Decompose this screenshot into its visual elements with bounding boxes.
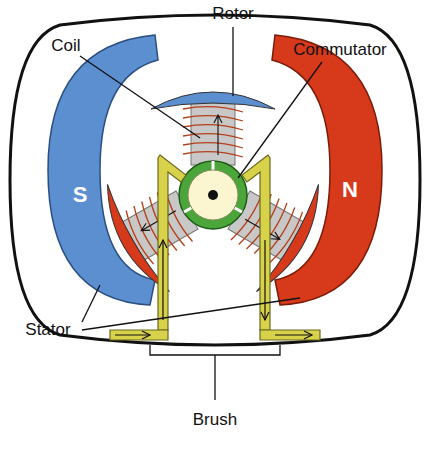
shaft	[188, 170, 238, 220]
pole-letter: S	[73, 182, 88, 208]
part-label: Brush	[193, 410, 237, 430]
motor-housing	[10, 15, 420, 345]
rotor-pole	[151, 92, 275, 165]
part-label: Stator	[25, 320, 70, 340]
part-label: Commutator	[293, 40, 387, 60]
rotor	[93, 92, 333, 300]
shaft-center	[208, 190, 218, 200]
pole-letter: N	[342, 177, 358, 203]
part-label: Rotor	[212, 4, 254, 24]
brushes	[110, 155, 320, 340]
current-arrows	[115, 240, 312, 339]
commutator	[179, 161, 247, 229]
part-label: Coil	[51, 36, 80, 56]
leader-lines	[80, 27, 322, 400]
